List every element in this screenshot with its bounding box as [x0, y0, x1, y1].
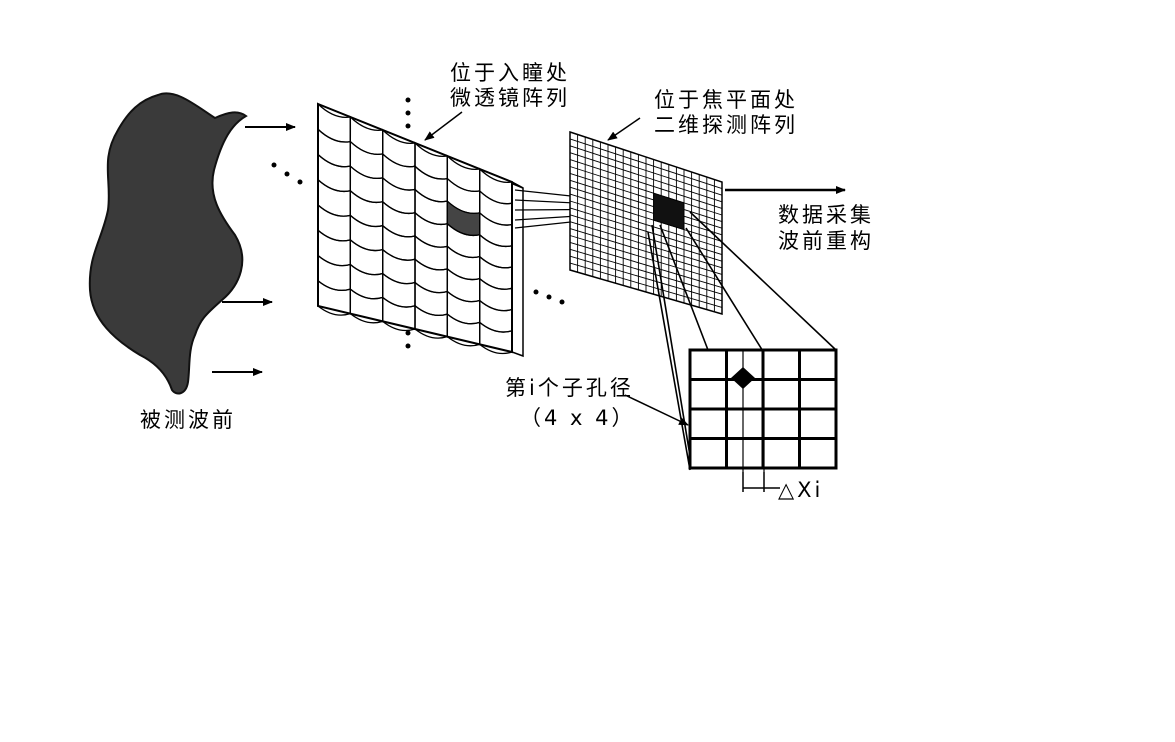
output-label-1: 数据采集	[778, 203, 874, 227]
zoom-lines	[647, 211, 837, 471]
detector-pointer	[607, 117, 641, 141]
detector-subaperture-patch	[653, 192, 685, 231]
wavefront-shape	[88, 92, 248, 395]
lenslet-array	[317, 102, 524, 358]
output-label-2: 波前重构	[778, 229, 874, 253]
detector-array	[569, 130, 723, 315]
detector-label-2: 二维探测阵列	[654, 113, 798, 137]
subaperture-pointer	[624, 394, 689, 426]
subaperture-label-2: （4 x 4）	[520, 406, 636, 430]
lenslet-label-2: 微透镜阵列	[450, 86, 570, 110]
subaperture-grid	[688, 348, 838, 472]
delta-x-dimension	[742, 472, 780, 492]
detector-label-1: 位于焦平面处	[654, 88, 798, 112]
lenslet-pointer	[424, 111, 463, 141]
centroid-spot-icon	[731, 367, 755, 389]
subaperture-label-1: 第i个子孔径	[505, 376, 634, 400]
ellipsis-dots	[271, 97, 565, 349]
wavefront-label: 被测波前	[140, 408, 236, 432]
lenslet-label-1: 位于入瞳处	[450, 61, 570, 85]
delta-x-label: △Xi	[778, 478, 823, 502]
incident-arrows	[212, 123, 296, 376]
